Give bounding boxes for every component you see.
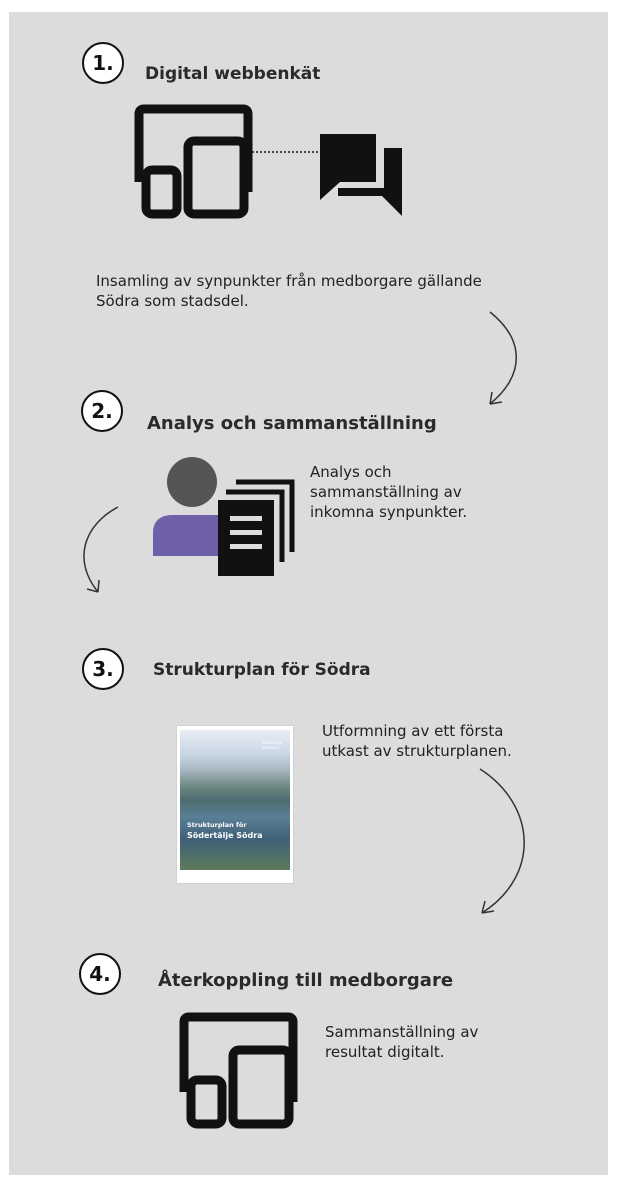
step-2-number: 2.: [81, 390, 123, 432]
devices-icon: [179, 1012, 298, 1129]
cover-photo: Södertälje kommun Strukturplan för Söder…: [180, 730, 290, 870]
step-3-title: Strukturplan för Södra: [153, 660, 371, 680]
curved-arrow-icon: [489, 311, 517, 405]
step-1-number: 1.: [82, 42, 124, 84]
step-4-number: 4.: [79, 953, 121, 995]
curved-arrow-icon: [479, 768, 525, 914]
step-3-number: 3.: [82, 648, 124, 690]
documents-icon: [218, 479, 295, 576]
step-1-description: Insamling av synpunkter från medborgare …: [96, 272, 482, 310]
step-2-title: Analys och sammanställning: [147, 413, 437, 434]
step-4-description: Sammanställning av resultat digitalt.: [325, 1023, 479, 1061]
cover-title-line-1: Strukturplan för: [187, 821, 247, 829]
dotted-connector: [252, 151, 322, 153]
curved-arrow-icon: [83, 506, 119, 593]
cover-title-line-2: Södertälje Södra: [187, 831, 263, 840]
devices-icon: [134, 104, 253, 219]
document-cover-image: Södertälje kommun Strukturplan för Söder…: [177, 726, 293, 883]
step-2-description: Analys och sammanställning av inkomna sy…: [310, 463, 468, 521]
step-4-title: Återkoppling till medborgare: [158, 970, 454, 991]
step-3-description: Utformning av ett första utkast av struk…: [322, 722, 512, 760]
step-1-title: Digital webbenkät: [145, 64, 321, 84]
cover-logo: Södertälje kommun: [262, 740, 283, 750]
person-icon: [153, 457, 220, 556]
chat-icon: [320, 134, 402, 216]
